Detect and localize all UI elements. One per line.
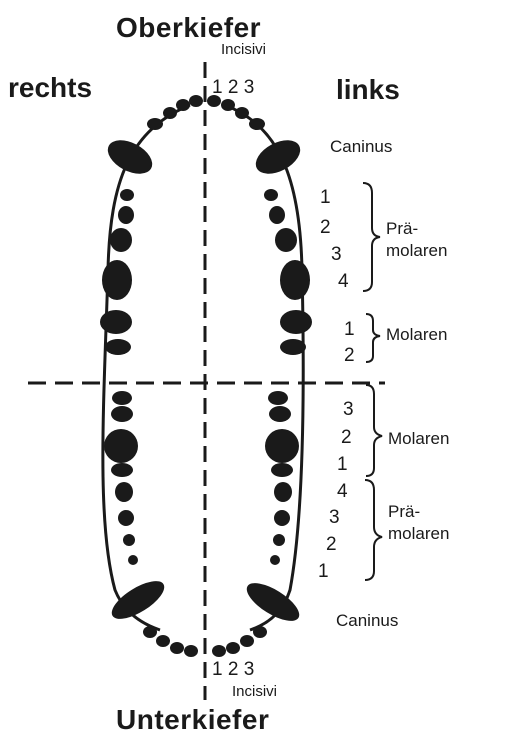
tooth-icon [264, 189, 278, 201]
tooth-icon [184, 645, 198, 657]
tooth-icon [156, 635, 170, 647]
tooth-icon [118, 510, 134, 526]
tooth-icon [274, 510, 290, 526]
lower-praemolaren-label-line1: Prä- [388, 503, 420, 520]
upper-praemolaren-label-line2: molaren [386, 242, 447, 259]
tooth-icon [226, 642, 240, 654]
tooth-icon [110, 228, 132, 252]
lower-praemolar-number: 4 [337, 482, 348, 501]
upper-jaw-title: Oberkiefer [116, 14, 261, 42]
arch-outline-left [103, 105, 190, 630]
tooth-icon [118, 206, 134, 224]
brace-lower-molaren [366, 385, 382, 476]
upper-incisivi-label: Incisivi [221, 42, 266, 57]
upper-molar-number: 2 [344, 346, 355, 365]
tooth-icon [271, 463, 293, 477]
tooth-icon [280, 260, 310, 300]
canine-icon [102, 133, 158, 180]
tooth-icon [143, 626, 157, 638]
tooth-icon [102, 260, 132, 300]
tooth-icon [170, 642, 184, 654]
tooth-icon [269, 406, 291, 422]
lower-molar-number: 3 [343, 400, 354, 419]
tooth-icon [100, 310, 132, 334]
upper-praemolar-number: 3 [331, 245, 342, 264]
tooth-icon [269, 206, 285, 224]
tooth-icon [273, 534, 285, 546]
tooth-icon [111, 406, 133, 422]
tooth-icon [221, 99, 235, 111]
brace-upper-praemolaren [363, 183, 380, 291]
canine-icon [250, 133, 306, 180]
tooth-icon [111, 463, 133, 477]
lower-molaren-label: Molaren [388, 430, 449, 447]
tooth-icon [280, 339, 306, 355]
tooth-icon [176, 99, 190, 111]
lower-molar-number: 1 [337, 455, 348, 474]
upper-praemolar-number: 2 [320, 218, 331, 237]
lower-caninus-label: Caninus [336, 612, 398, 629]
tooth-icon [240, 635, 254, 647]
brace-upper-molaren [366, 314, 380, 362]
tooth-icon [280, 310, 312, 334]
tooth-icon [235, 107, 249, 119]
lower-praemolaren-label-line2: molaren [388, 525, 449, 542]
tooth-icon [275, 228, 297, 252]
tooth-icon [112, 391, 132, 405]
tooth-icon [189, 95, 203, 107]
tooth-icon [105, 339, 131, 355]
tooth-icon [270, 555, 280, 565]
lower-incisivi-label: Incisivi [232, 684, 277, 699]
tooth-icon [265, 429, 299, 463]
upper-incisivi-numbers: 1 2 3 [212, 78, 254, 97]
lower-praemolar-number: 2 [326, 535, 337, 554]
side-label-left: links [336, 76, 400, 104]
lower-praemolar-number: 3 [329, 508, 340, 527]
tooth-icon [253, 626, 267, 638]
tooth-icon [249, 118, 265, 130]
upper-molaren-label: Molaren [386, 326, 447, 343]
tooth-icon [163, 107, 177, 119]
upper-molar-number: 1 [344, 320, 355, 339]
tooth-icon [115, 482, 133, 502]
lower-molar-number: 2 [341, 428, 352, 447]
tooth-icon [147, 118, 163, 130]
upper-praemolaren-label-line1: Prä- [386, 220, 418, 237]
side-label-right: rechts [8, 74, 92, 102]
arch-outline-right [225, 105, 303, 630]
tooth-icon [128, 555, 138, 565]
tooth-icon [268, 391, 288, 405]
tooth-icon [104, 429, 138, 463]
brace-lower-praemolaren [365, 480, 382, 580]
tooth-icon [120, 189, 134, 201]
lower-jaw-title: Unterkiefer [116, 706, 269, 734]
canine-icon [241, 576, 305, 628]
lower-praemolar-number: 1 [318, 562, 329, 581]
tooth-icon [212, 645, 226, 657]
tooth-icon [123, 534, 135, 546]
tooth-icon [274, 482, 292, 502]
lower-incisivi-numbers: 1 2 3 [212, 660, 254, 679]
upper-caninus-label: Caninus [330, 138, 392, 155]
upper-praemolar-number: 1 [320, 188, 331, 207]
upper-praemolar-number: 4 [338, 272, 349, 291]
